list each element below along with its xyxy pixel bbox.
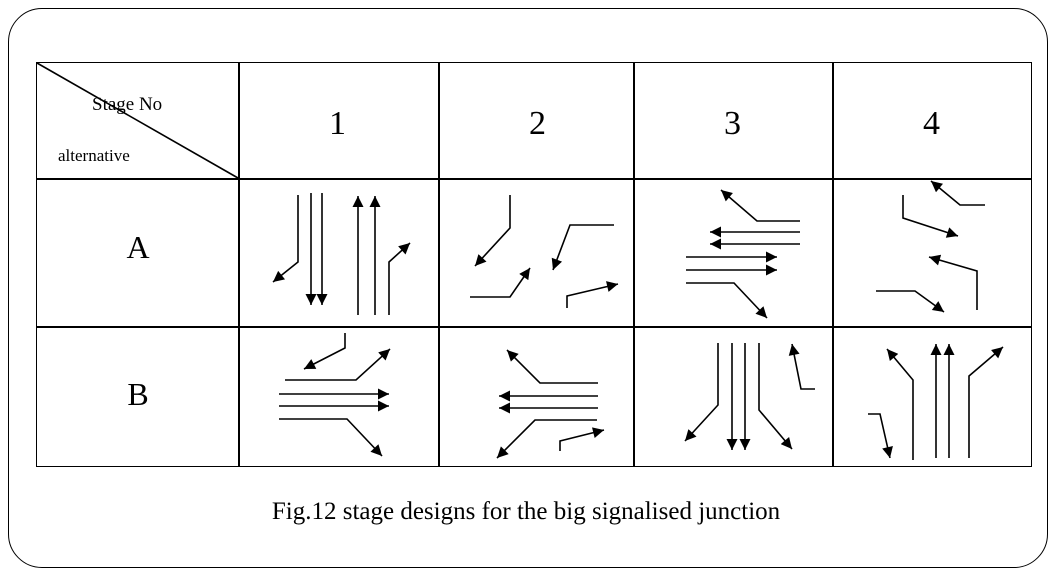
stage-a2-arrows [470, 195, 619, 308]
corner-diagonal-line [36, 62, 239, 179]
figure-caption: Fig.12 stage designs for the big signali… [271, 498, 781, 525]
stage-a3-arrows [686, 189, 800, 319]
stage-header-4: 4 [923, 105, 940, 142]
column-divider [438, 62, 440, 467]
column-divider [238, 62, 240, 467]
table-outline [36, 62, 1032, 467]
row-divider [36, 326, 1032, 328]
stage-a1-arrows [272, 193, 411, 315]
column-divider [832, 62, 834, 467]
corner-alternative-label: alternative [58, 146, 130, 165]
stage-header-1: 1 [329, 105, 346, 142]
row-label-b: B [127, 376, 149, 412]
stage-a4-arrows [876, 180, 985, 313]
corner-stage-no-label: Stage No [92, 94, 163, 115]
row-label-a: A [126, 229, 150, 265]
stage-b4-arrows [868, 344, 1004, 460]
stage-diagrams [36, 62, 1004, 460]
stage-header-3: 3 [724, 105, 741, 142]
stage-b2-arrows [496, 349, 605, 459]
stage-header-2: 2 [529, 105, 546, 142]
column-divider [633, 62, 635, 467]
row-divider [36, 178, 1032, 180]
stage-b3-arrows [684, 343, 815, 450]
stage-b1-arrows [279, 333, 391, 457]
